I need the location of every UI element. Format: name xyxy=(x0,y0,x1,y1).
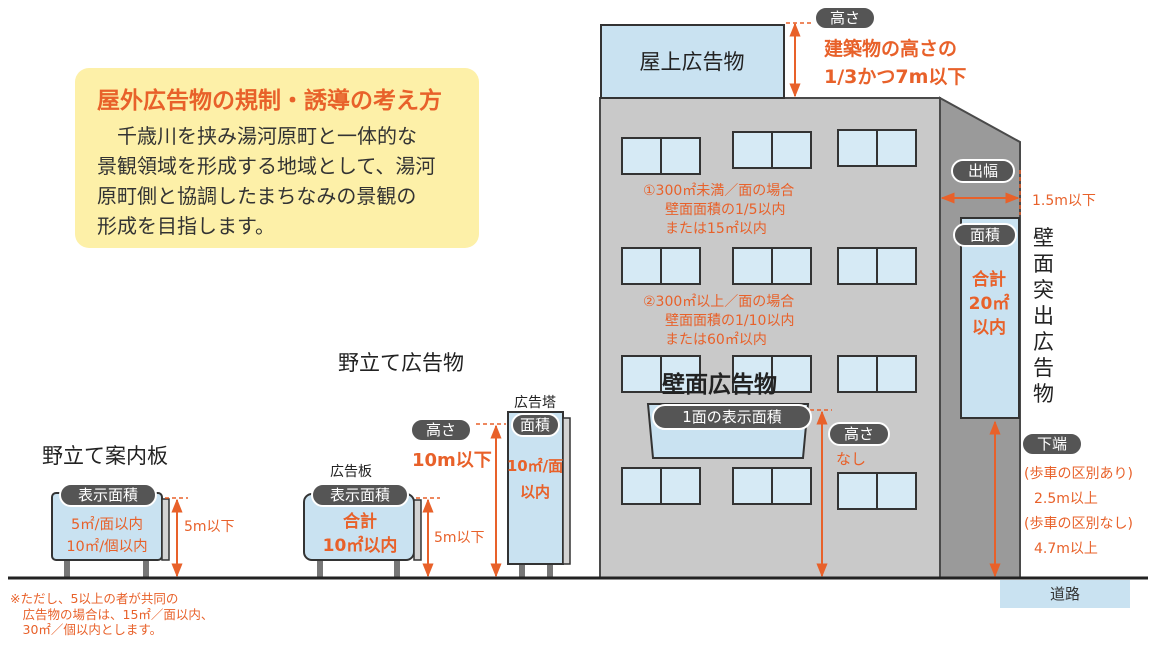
policy-line: 形成を目指します。 xyxy=(97,214,275,238)
projecting-title-char: 広 xyxy=(1033,330,1054,354)
ad-board-post-left xyxy=(317,560,323,578)
projecting-extent-pill-text: 出幅 xyxy=(968,162,998,180)
building xyxy=(599,96,1021,579)
guide-height-value: 5m以下 xyxy=(184,519,235,535)
freestanding-height-value: 10m以下 xyxy=(412,450,492,471)
freestanding-height-pill xyxy=(410,418,472,442)
projecting-clearance-line2: 2.5m以上 xyxy=(1034,491,1098,507)
tower-area-pill xyxy=(511,413,560,437)
projecting-title-char: 突 xyxy=(1033,278,1054,302)
projecting-clearance-line4: 4.7m以上 xyxy=(1034,541,1098,557)
tower-label: 広告塔 xyxy=(514,395,556,411)
advertising-tower-post-right xyxy=(547,563,553,578)
guide-heading: 野立て案内板 xyxy=(42,444,168,468)
freestanding-heading: 野立て広告物 xyxy=(338,351,464,375)
road-label: 道路 xyxy=(1050,585,1080,603)
wall-area-pill xyxy=(652,404,812,430)
wall-rule2-line2: 壁面面積の1/10以内 xyxy=(665,313,795,329)
projecting-area-line1: 合計 xyxy=(972,269,1006,290)
joint-ad-note: ※ただし、5以上の者が共同の 広告物の場合は、15㎡／面以内、 30㎡／個以内と… xyxy=(10,591,213,638)
freestanding-height-pill-text: 高さ xyxy=(426,421,456,439)
rooftop-sign xyxy=(600,24,785,99)
wall-height-pill-text: 高さ xyxy=(844,425,874,443)
board-height-value: 5m以下 xyxy=(434,530,485,546)
guide-board-post-left xyxy=(64,560,70,578)
projecting-sign-board xyxy=(960,217,1020,419)
rooftop-rule-line1: 建築物の高さの xyxy=(824,38,958,60)
wall-rule2-line3: または60㎡以内 xyxy=(665,332,767,348)
tower-value-line1: 10㎡/面 xyxy=(507,457,563,475)
wall-area-pill-text: 1面の表示面積 xyxy=(682,408,782,426)
note-line: ※ただし、5以上の者が共同の xyxy=(10,591,179,606)
policy-title: 屋外広告物の規制・誘導の考え方 xyxy=(97,88,442,114)
ad-board-post-right xyxy=(394,560,400,578)
note-line: 広告物の場合は、15㎡／面以内、 xyxy=(10,606,214,622)
projecting-title-char: 告 xyxy=(1033,356,1054,380)
board-area-pill-text: 表示面積 xyxy=(330,486,390,504)
board-value-line1: 合計 xyxy=(343,511,377,532)
policy-line: 千歳川を挟み湯河原町と一体的な xyxy=(97,124,417,148)
guide-value-line1: 5㎡/面以内 xyxy=(71,516,143,533)
wall-height-pill xyxy=(828,422,890,446)
policy-line: 景観領域を形成する地域として、湯河 xyxy=(97,154,436,178)
guide-board-post-right xyxy=(143,560,149,578)
projecting-extent-value: 1.5m以下 xyxy=(1032,193,1096,209)
projecting-title-char: 出 xyxy=(1033,304,1054,328)
projecting-area-line3: 以内 xyxy=(972,317,1006,338)
wall-rule1-line2: 壁面面積の1/5以内 xyxy=(665,202,786,218)
wall-rule1-line3: または15㎡以内 xyxy=(665,221,767,237)
guide-area-pill-text: 表示面積 xyxy=(78,486,138,504)
board-value-line2: 10㎡以内 xyxy=(323,535,398,556)
projecting-area-line2: 20㎡ xyxy=(969,293,1010,314)
rooftop-height-pill-text: 高さ xyxy=(830,9,860,27)
road-block xyxy=(1000,580,1130,608)
projecting-title-char: 壁 xyxy=(1033,226,1054,250)
projecting-extent-pill xyxy=(951,159,1015,183)
wall-ad-heading: 壁面広告物 xyxy=(662,372,777,398)
policy-line: 原町側と協調したまちなみの景観の xyxy=(97,184,417,208)
board-label: 広告板 xyxy=(330,464,372,480)
tower-value-line2: 以内 xyxy=(520,483,550,501)
advertising-tower-post-left xyxy=(519,563,525,578)
projecting-title-char: 面 xyxy=(1033,252,1054,276)
guide-area-pill xyxy=(59,483,157,507)
policy-info-box: 屋外広告物の規制・誘導の考え方 千歳川を挟み湯河原町と一体的な 景観領域を形成す… xyxy=(75,68,479,248)
rooftop-sign-text: 屋上広告物 xyxy=(640,50,745,74)
note-line: 30㎡／個以内とします。 xyxy=(10,622,163,637)
projecting-title-char: 物 xyxy=(1033,382,1054,406)
board-area-pill xyxy=(311,483,409,507)
projecting-bottom-pill xyxy=(1021,432,1083,456)
rooftop-rule-line2: 1/3かつ7m以下 xyxy=(824,66,967,88)
rooftop-height-pill xyxy=(814,6,876,30)
guide-value-line2: 10㎡/個以内 xyxy=(66,538,147,555)
projecting-clearance-line3: (歩車の区別なし) xyxy=(1024,516,1133,532)
wall-rule2-line1: ②300㎡以上／面の場合 xyxy=(643,294,795,310)
policy-body: 千歳川を挟み湯河原町と一体的な 景観領域を形成する地域として、湯河 原町側と協調… xyxy=(97,121,461,241)
projecting-bottom-pill-text: 下端 xyxy=(1037,435,1067,453)
building-windows xyxy=(621,129,917,510)
projecting-area-pill xyxy=(953,223,1017,247)
wall-height-value: なし xyxy=(836,450,867,468)
tower-area-pill-text: 面積 xyxy=(520,416,550,434)
projecting-area-pill-text: 面積 xyxy=(970,226,1000,244)
wall-rule1-line1: ①300㎡未満／面の場合 xyxy=(643,183,795,199)
projecting-clearance-line1: (歩車の区別あり) xyxy=(1024,466,1133,482)
